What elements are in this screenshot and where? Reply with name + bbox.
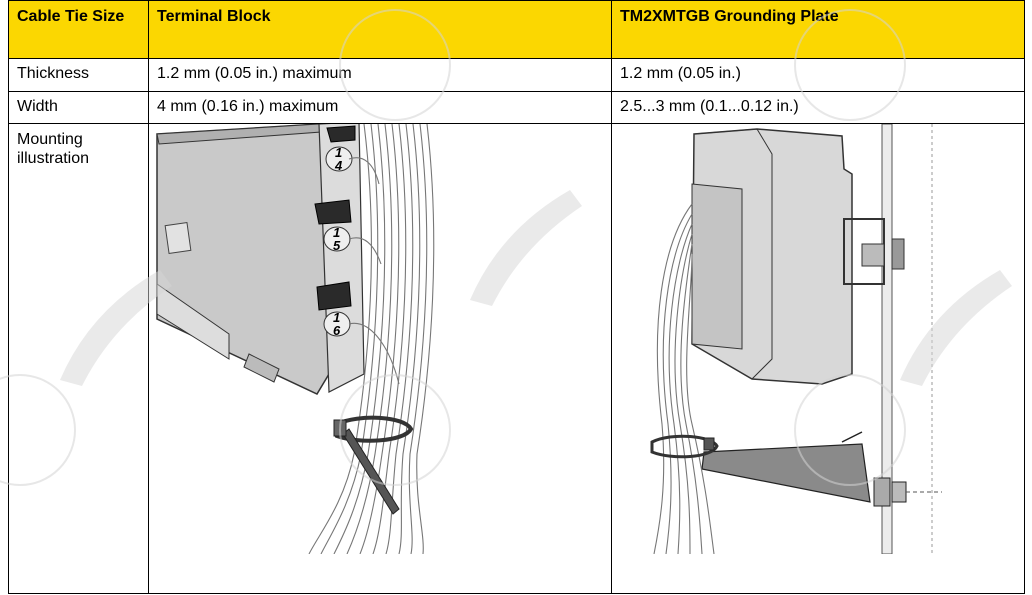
- table-row: Width 4 mm (0.16 in.) maximum 2.5...3 mm…: [8, 90, 1025, 125]
- header-cable-tie-size: Cable Tie Size: [8, 0, 149, 59]
- svg-text:4: 4: [334, 158, 343, 173]
- terminal-block-width: 4 mm (0.16 in.) maximum: [148, 90, 612, 125]
- terminal-number-15: 1: [333, 225, 340, 240]
- table-row: Thickness 1.2 mm (0.05 in.) maximum 1.2 …: [8, 58, 1025, 92]
- grounding-plate-width: 2.5...3 mm (0.1...0.12 in.): [611, 90, 1025, 125]
- terminal-block-thickness: 1.2 mm (0.05 in.) maximum: [148, 58, 612, 92]
- terminal-block-illustration-cell: 1 4 1 5 1 6: [148, 123, 612, 594]
- grounding-plate-illustration: [650, 124, 942, 555]
- svg-text:6: 6: [333, 323, 341, 338]
- header-row: Cable Tie Size Terminal Block TM2XMTGB G…: [8, 0, 1025, 59]
- terminal-block-illustration: 1 4 1 5 1 6: [156, 124, 435, 555]
- row-label-thickness: Thickness: [8, 58, 149, 92]
- grounding-plate-illustration-cell: [611, 123, 1025, 594]
- grounding-plate-thickness: 1.2 mm (0.05 in.): [611, 58, 1025, 92]
- table-row: Mounting illustration: [8, 123, 1025, 594]
- row-label-mounting-illustration: Mounting illustration: [8, 123, 149, 594]
- cable-tie-spec-table: Cable Tie Size Terminal Block TM2XMTGB G…: [8, 0, 1025, 594]
- svg-text:5: 5: [333, 238, 341, 253]
- header-grounding-plate: TM2XMTGB Grounding Plate: [611, 0, 1025, 59]
- terminal-number-14: 1: [335, 145, 342, 160]
- terminal-number-16: 1: [333, 310, 340, 325]
- row-label-width: Width: [8, 90, 149, 125]
- header-terminal-block: Terminal Block: [148, 0, 612, 59]
